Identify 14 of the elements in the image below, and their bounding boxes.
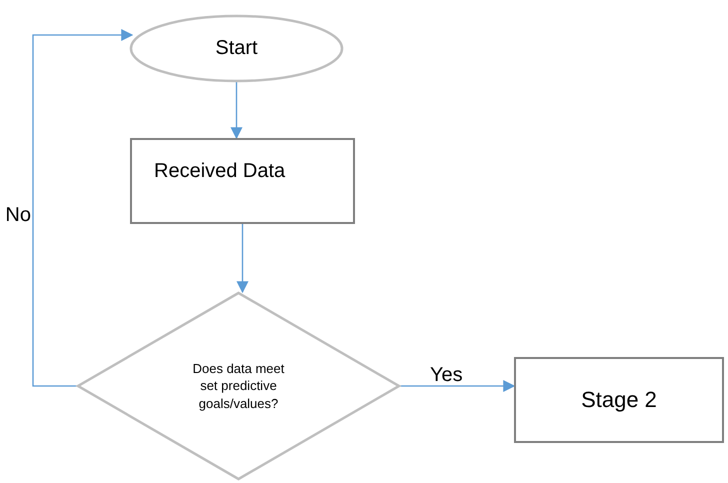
decision-diamond — [77, 292, 400, 480]
node-text: Does data meet set predictive goals/values? — [192, 360, 286, 412]
edge-label: No — [5, 204, 31, 227]
process-box — [514, 357, 724, 443]
edge-label: Yes — [430, 364, 463, 387]
terminal-ellipse — [130, 15, 343, 82]
node-text: Stage 2 — [581, 387, 657, 413]
arrow — [230, 82, 242, 140]
arrow — [236, 224, 248, 294]
node-text: Received Data — [154, 160, 286, 183]
process-box — [130, 138, 355, 224]
node-text: Start — [215, 37, 258, 60]
arrow — [400, 380, 516, 392]
arrow — [32, 29, 134, 387]
